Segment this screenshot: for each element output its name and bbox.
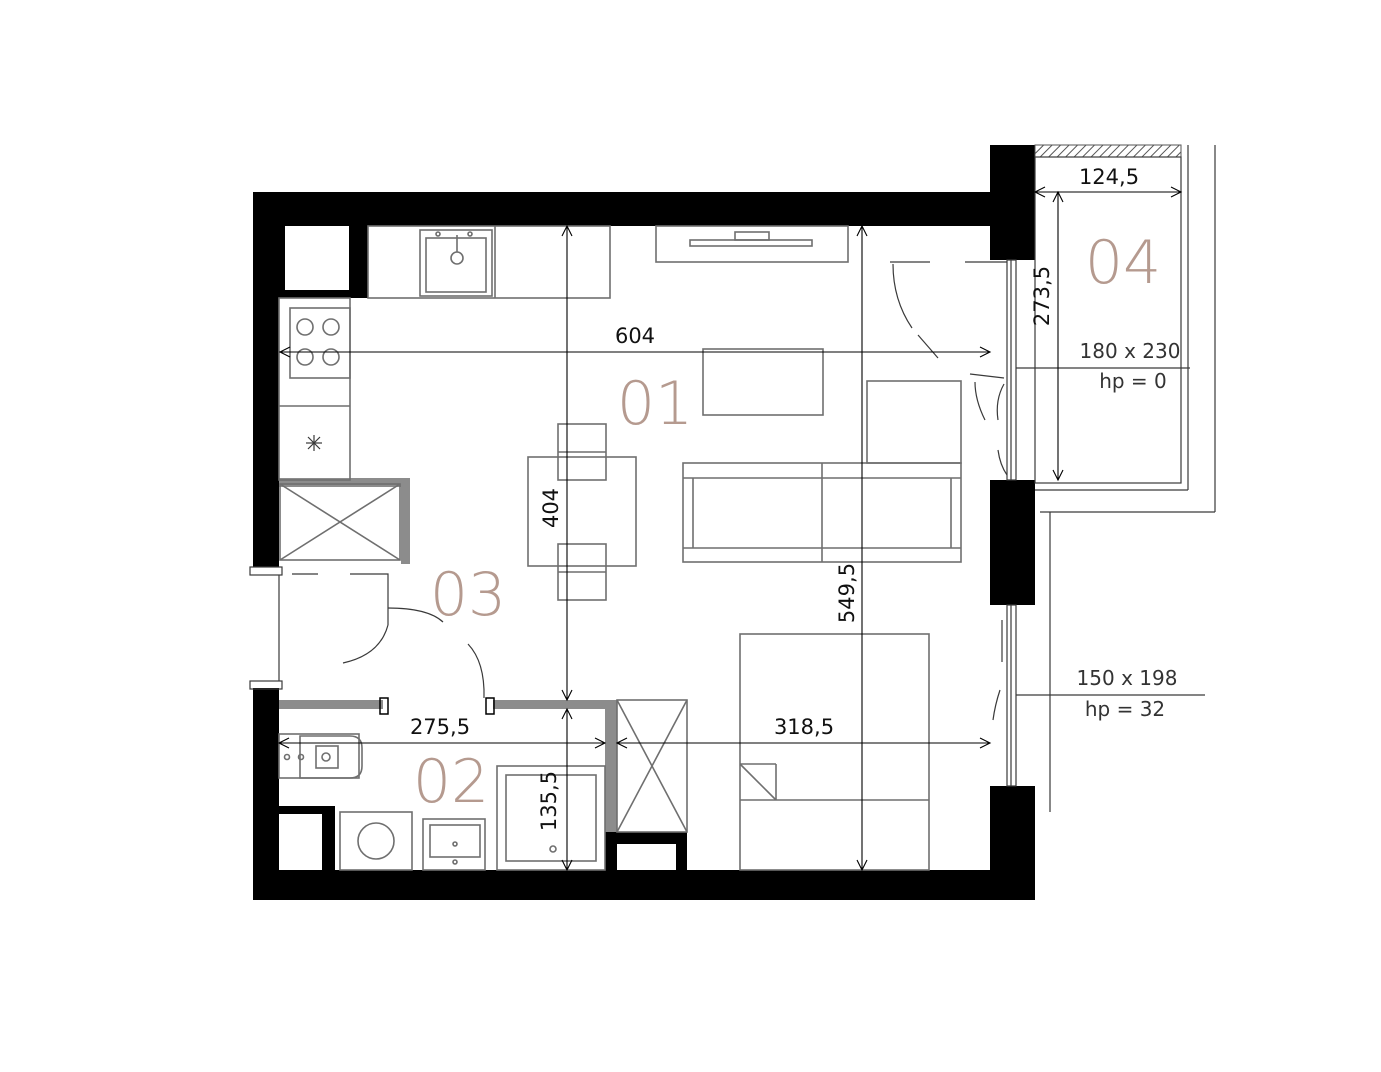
door-swings: [292, 261, 1008, 721]
bathroom: [278, 733, 606, 871]
exterior-walls: [253, 145, 1035, 900]
dim-549-5: 549,5: [835, 563, 859, 623]
kitchen: [278, 225, 611, 561]
dim-275-5: 275,5: [410, 715, 470, 739]
dimension-lines: [277, 186, 1183, 872]
room-03-label: 03: [430, 560, 506, 630]
room-02-label: 02: [413, 747, 489, 817]
balcony: [1010, 144, 1216, 812]
dim-124-5: 124,5: [1079, 165, 1139, 189]
living-furniture: [527, 225, 962, 871]
room-04-label: 04: [1085, 228, 1161, 298]
window1-hp: hp = 0: [1099, 369, 1167, 393]
snowflake-icon: [306, 435, 322, 451]
dim-318-5: 318,5: [774, 715, 834, 739]
window2-size: 150 x 198: [1077, 666, 1178, 690]
room-01-label: 01: [617, 369, 693, 439]
dim-273-5: 273,5: [1030, 266, 1054, 326]
dim-604: 604: [615, 324, 655, 348]
window2-hp: hp = 32: [1085, 697, 1165, 721]
windows: [249, 259, 1205, 787]
dim-404: 404: [539, 488, 563, 528]
partitions: [279, 478, 617, 832]
window1-size: 180 x 230: [1080, 339, 1181, 363]
dim-135-5: 135,5: [537, 771, 561, 831]
